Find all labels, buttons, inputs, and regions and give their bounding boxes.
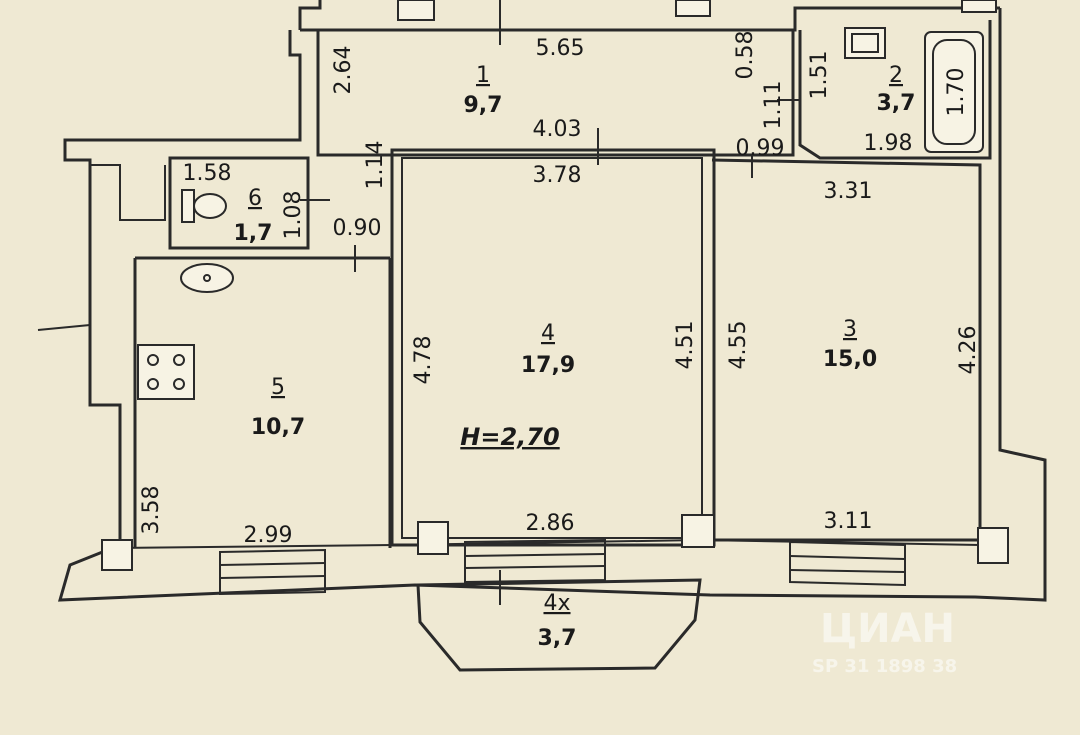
- dim-1-14: 1.14: [363, 141, 388, 190]
- dim-4-26: 4.26: [956, 326, 981, 375]
- dim-4-55: 4.55: [726, 321, 751, 370]
- room-5-label: 5 10,7: [251, 375, 305, 440]
- sink-icon: [844, 27, 886, 59]
- dim-3-31: 3.31: [824, 179, 873, 204]
- dim-0-58: 0.58: [733, 31, 758, 80]
- dim-3-78: 3.78: [533, 163, 582, 188]
- svg-text:1: 1: [476, 63, 490, 88]
- svg-text:SP 31 1898 38: SP 31 1898 38: [812, 656, 957, 677]
- svg-text:5: 5: [271, 375, 285, 400]
- room-6-label: 6 1,7: [234, 186, 273, 246]
- dim-4-78: 4.78: [411, 336, 436, 385]
- svg-text:1,7: 1,7: [234, 221, 273, 246]
- svg-text:15,0: 15,0: [823, 347, 877, 372]
- svg-text:3,7: 3,7: [877, 91, 916, 116]
- dim-2-86: 2.86: [526, 511, 575, 536]
- svg-text:3,7: 3,7: [538, 626, 577, 651]
- room-3-label: 3 15,0: [823, 317, 877, 372]
- room-1-label: 1 9,7: [464, 63, 503, 118]
- svg-text:9,7: 9,7: [464, 93, 503, 118]
- dim-1-58: 1.58: [183, 161, 232, 186]
- dim-1-70: 1.70: [944, 68, 969, 117]
- ceiling-height-label: H=2,70: [460, 423, 559, 451]
- dim-1-98: 1.98: [864, 131, 913, 156]
- stove-icon: [137, 344, 195, 400]
- dim-2-99: 2.99: [244, 523, 293, 548]
- dimension-ticks: [300, 0, 800, 605]
- watermark: ЦИАН SP 31 1898 38: [812, 606, 957, 677]
- dim-0-99: 0.99: [736, 136, 785, 161]
- dim-4-51: 4.51: [673, 321, 698, 370]
- dim-1-51: 1.51: [807, 51, 832, 100]
- room-4x-label: 4x 3,7: [538, 591, 577, 651]
- svg-text:6: 6: [248, 186, 262, 211]
- dim-1-08: 1.08: [281, 191, 306, 240]
- dim-0-90: 0.90: [333, 216, 382, 241]
- toilet-icon: [181, 189, 227, 223]
- dimension-labels: 2.64 5.65 0.58 1.51 1.11 1.70 1.98 0.99 …: [139, 31, 981, 548]
- svg-text:17,9: 17,9: [521, 353, 575, 378]
- windows: [219, 538, 906, 596]
- basin-icon: [180, 263, 234, 293]
- svg-text:ЦИАН: ЦИАН: [820, 606, 955, 652]
- room-4-label: 4 17,9: [521, 321, 575, 378]
- svg-text:4: 4: [541, 321, 555, 346]
- walls: [37, 0, 1047, 602]
- dim-1-11: 1.11: [761, 81, 786, 130]
- svg-text:10,7: 10,7: [251, 415, 305, 440]
- dim-3-58: 3.58: [139, 486, 164, 535]
- svg-text:3: 3: [843, 317, 857, 342]
- dim-2-64: 2.64: [331, 46, 356, 95]
- room-2-label: 2 3,7: [877, 63, 916, 116]
- dim-3-11: 3.11: [824, 509, 873, 534]
- dim-5-65: 5.65: [536, 36, 585, 61]
- svg-text:4x: 4x: [543, 591, 570, 616]
- dim-4-03: 4.03: [533, 117, 582, 142]
- bathtub-icon: [924, 31, 984, 153]
- svg-text:2: 2: [889, 63, 903, 88]
- balcony: [416, 578, 702, 672]
